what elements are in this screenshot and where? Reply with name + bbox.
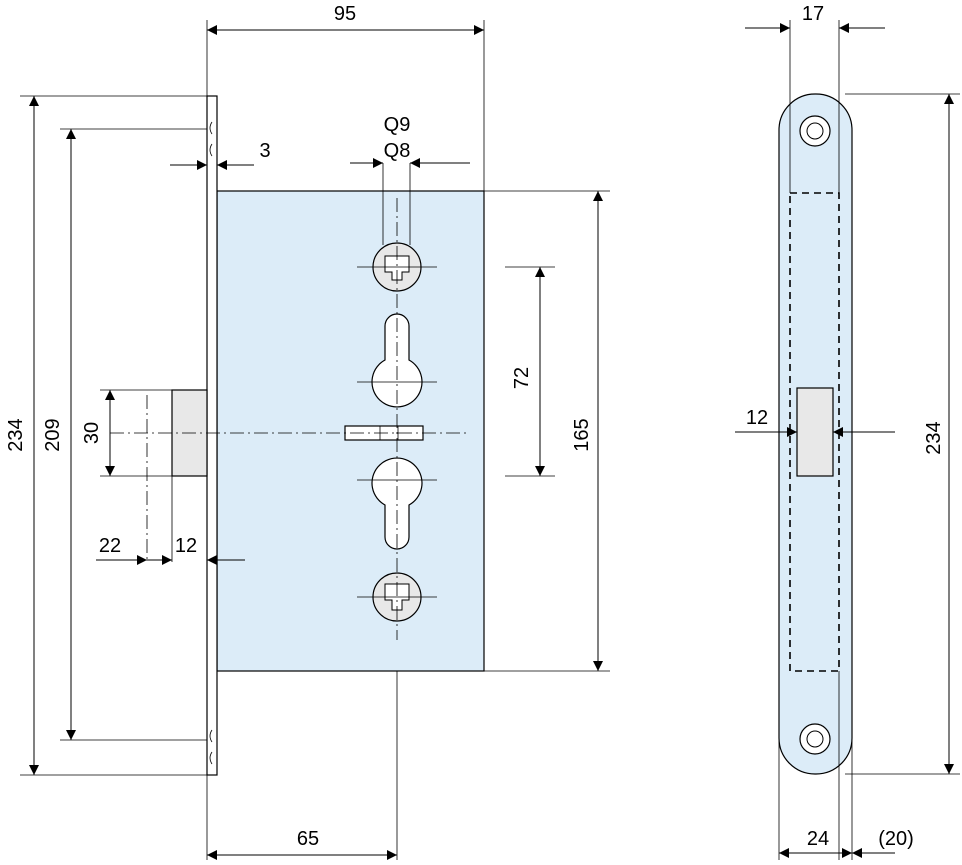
dim-3: 3	[259, 140, 270, 162]
lower-cylinder-keyhole	[371, 457, 423, 550]
dim-22: 22	[99, 535, 121, 557]
latch-bolt-side	[796, 387, 834, 477]
dim-72: 72	[511, 367, 533, 389]
dim-209: 209	[42, 418, 64, 451]
dim-95: 95	[334, 3, 356, 25]
dim-234-right: 234	[923, 421, 945, 454]
dim-12-left: 12	[175, 535, 197, 557]
faceplate-slot-top	[209, 121, 213, 157]
dim-65: 65	[297, 828, 319, 850]
dim-q9: Q9	[384, 114, 411, 136]
dim-q8: Q8	[384, 140, 411, 162]
dim-234-left: 234	[5, 418, 27, 451]
dim-20: (20)	[878, 828, 914, 850]
faceplate-slot-bottom	[209, 729, 213, 765]
dim-30: 30	[81, 422, 103, 444]
side-view	[735, 20, 960, 860]
dim-17: 17	[802, 3, 824, 25]
dim-12-side: 12	[746, 407, 768, 429]
faceplate	[206, 95, 218, 776]
front-view	[20, 20, 610, 860]
dim-24: 24	[807, 828, 829, 850]
dim-165: 165	[571, 418, 593, 451]
